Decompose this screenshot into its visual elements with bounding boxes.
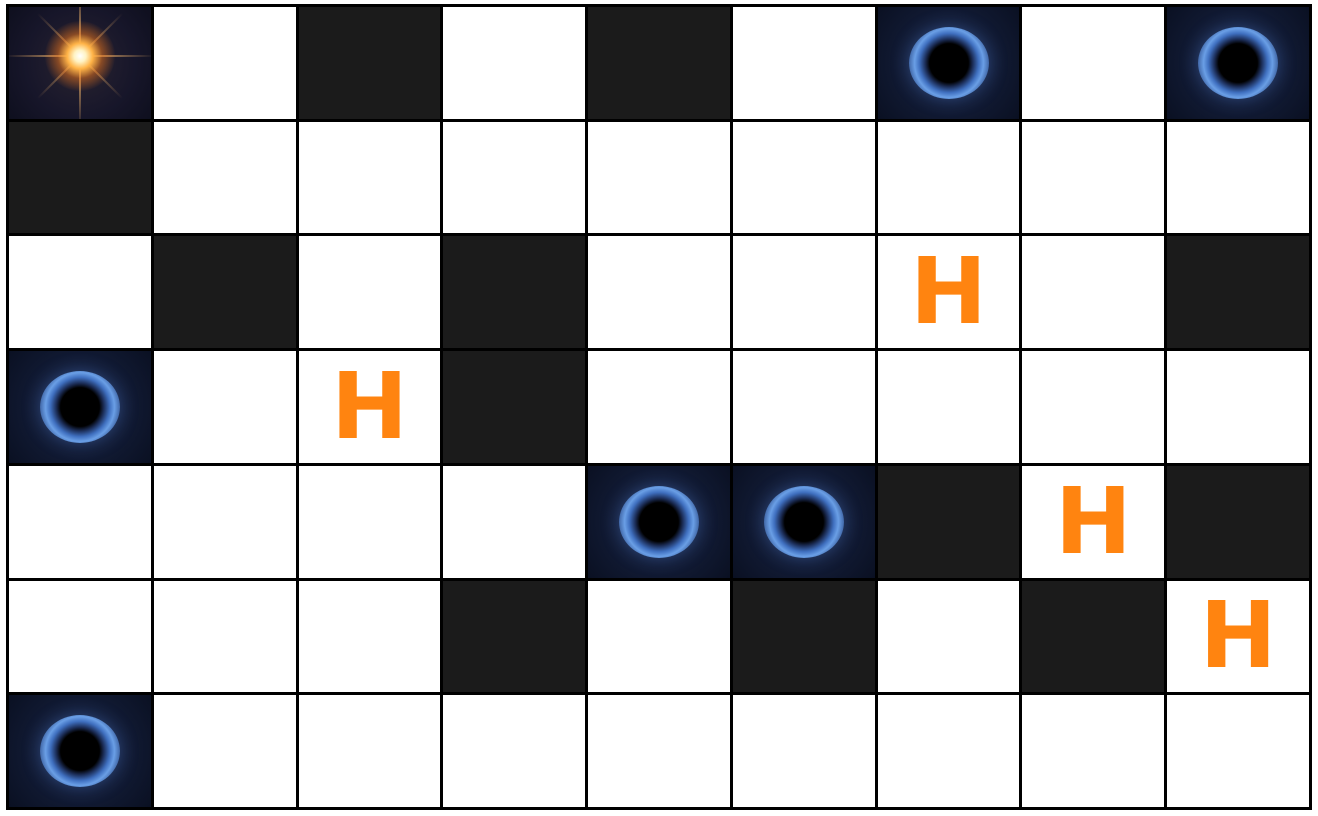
board-cell-empty[interactable] (154, 695, 296, 807)
board-cell-hole[interactable] (1167, 7, 1309, 119)
board-cell-wall[interactable] (588, 7, 730, 119)
board-cell-empty[interactable] (733, 236, 875, 348)
black-hole-icon (909, 27, 989, 99)
board-cell-empty[interactable] (9, 236, 151, 348)
black-hole-icon (40, 715, 120, 787)
board-cell-empty[interactable] (299, 122, 441, 234)
hotel-letter: H (910, 246, 987, 338)
board-cell-empty[interactable] (588, 581, 730, 693)
board-cell-wall[interactable] (1022, 581, 1164, 693)
board-cell-empty[interactable] (733, 695, 875, 807)
board-cell-wall[interactable] (1167, 466, 1309, 578)
board-cell-empty[interactable] (878, 581, 1020, 693)
board-cell-empty[interactable] (588, 351, 730, 463)
board-cell-empty[interactable] (878, 122, 1020, 234)
board-cell-empty[interactable] (878, 351, 1020, 463)
board-cell-empty[interactable] (1022, 695, 1164, 807)
board-cell-empty[interactable] (1167, 122, 1309, 234)
board-cell-empty[interactable] (1022, 7, 1164, 119)
board-cell-empty[interactable] (443, 695, 585, 807)
board-cell-empty[interactable] (154, 351, 296, 463)
board-cell-empty[interactable] (443, 122, 585, 234)
board-cell-empty[interactable] (299, 581, 441, 693)
board-cell-wall[interactable] (1167, 236, 1309, 348)
black-hole-icon (619, 486, 699, 558)
board-cell-empty[interactable] (443, 7, 585, 119)
board-cell-hole[interactable] (588, 466, 730, 578)
hotel-letter: H (1055, 476, 1132, 568)
board-cell-empty[interactable] (154, 122, 296, 234)
board-cell-hole[interactable] (733, 466, 875, 578)
board-cell-empty[interactable] (154, 466, 296, 578)
board-cell-wall[interactable] (733, 581, 875, 693)
black-hole-icon (40, 371, 120, 443)
star-icon (9, 7, 151, 119)
board-cell-empty[interactable] (443, 466, 585, 578)
board-cell-hotel[interactable]: H (299, 351, 441, 463)
black-hole-icon (1198, 27, 1278, 99)
board-cell-empty[interactable] (299, 236, 441, 348)
board-cell-empty[interactable] (733, 351, 875, 463)
board-cell-hotel[interactable]: H (1167, 581, 1309, 693)
board-cell-empty[interactable] (878, 695, 1020, 807)
board-cell-empty[interactable] (299, 466, 441, 578)
board-cell-wall[interactable] (443, 581, 585, 693)
board-cell-empty[interactable] (588, 122, 730, 234)
board-cell-wall[interactable] (443, 351, 585, 463)
board-cell-empty[interactable] (9, 581, 151, 693)
board-cell-empty[interactable] (588, 695, 730, 807)
hotel-letter: H (331, 361, 408, 453)
board-cell-empty[interactable] (1167, 695, 1309, 807)
board-cell-empty[interactable] (733, 7, 875, 119)
board-cell-empty[interactable] (299, 695, 441, 807)
black-hole-icon (764, 486, 844, 558)
board-cell-wall[interactable] (878, 466, 1020, 578)
board-cell-wall[interactable] (9, 122, 151, 234)
board-cell-empty[interactable] (588, 236, 730, 348)
board-cell-hole[interactable] (9, 351, 151, 463)
board-cell-wall[interactable] (154, 236, 296, 348)
board-cell-hole[interactable] (878, 7, 1020, 119)
board-cell-hotel[interactable]: H (878, 236, 1020, 348)
board-cell-wall[interactable] (299, 7, 441, 119)
board-cell-empty[interactable] (154, 7, 296, 119)
board-cell-empty[interactable] (1167, 351, 1309, 463)
board-cell-hotel[interactable]: H (1022, 466, 1164, 578)
board-cell-empty[interactable] (9, 466, 151, 578)
board-cell-empty[interactable] (733, 122, 875, 234)
board-cell-empty[interactable] (154, 581, 296, 693)
board-cell-empty[interactable] (1022, 122, 1164, 234)
hotel-letter: H (1200, 590, 1277, 682)
board-cell-hole[interactable] (9, 695, 151, 807)
board-cell-wall[interactable] (443, 236, 585, 348)
board-cell-empty[interactable] (1022, 351, 1164, 463)
board-cell-star[interactable] (9, 7, 151, 119)
board-cell-empty[interactable] (1022, 236, 1164, 348)
